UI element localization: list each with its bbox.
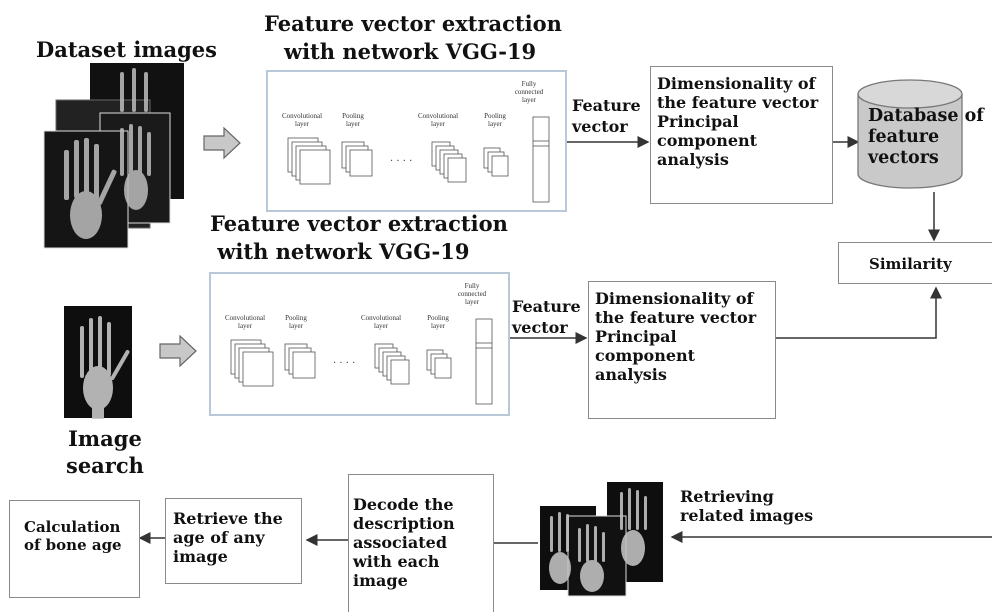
pca-mid-line: the feature vector bbox=[595, 308, 757, 327]
image-search-line: Image bbox=[68, 426, 142, 451]
decode-line: image bbox=[353, 571, 408, 590]
retrieving-line: Retrieving bbox=[680, 487, 774, 506]
network-diagram-top: · · · · bbox=[287, 116, 550, 203]
fve-top-title-line2: with network VGG-19 bbox=[284, 39, 537, 64]
feature-vector-mid-2: vector bbox=[512, 318, 568, 337]
bone-age-line: Calculation bbox=[24, 518, 121, 536]
pca-mid-line: Principal bbox=[595, 327, 677, 346]
svg-text:· · · ·: · · · · bbox=[390, 156, 412, 167]
database-line: feature bbox=[868, 127, 940, 147]
fc-layer-label-mid: Fully connected layer bbox=[457, 282, 487, 306]
retrieve-age-line: age of any bbox=[173, 528, 265, 547]
fve-top-title-line1: Feature vector extraction bbox=[264, 11, 562, 36]
search-xray-image bbox=[64, 306, 132, 419]
pca-top-line: Dimensionality of bbox=[657, 74, 816, 93]
conv-layer-label-4: Convolutional layer bbox=[360, 314, 402, 330]
decode-box: Decode the description associated with e… bbox=[348, 474, 494, 612]
dataset-xray-stack bbox=[43, 63, 184, 249]
pca-box-mid: Dimensionality of the feature vector Pri… bbox=[588, 281, 776, 419]
pca-mid-line: analysis bbox=[595, 365, 667, 384]
decode-line: associated bbox=[353, 533, 447, 552]
dataset-images-label: Dataset images bbox=[36, 37, 217, 62]
fc-layer-label: Fully connected layer bbox=[514, 80, 544, 104]
retrieve-age-line: Retrieve the bbox=[173, 509, 283, 528]
retrieve-age-line: image bbox=[173, 547, 228, 566]
vgg19-network-mid: · · · · Convolutional layer Pooling laye… bbox=[209, 272, 510, 416]
decode-line: description bbox=[353, 514, 455, 533]
image-search-line: search bbox=[66, 453, 144, 478]
conv-layer-label-3: Convolutional layer bbox=[224, 314, 266, 330]
bone-age-line: of bone age bbox=[24, 536, 122, 554]
database-label: Database of feature vectors bbox=[868, 106, 984, 169]
decode-line: Decode the bbox=[353, 495, 454, 514]
feature-vector-top-2: vector bbox=[572, 117, 628, 136]
pca-mid-line: Dimensionality of bbox=[595, 289, 754, 308]
fve-mid-title-line2: with network VGG-19 bbox=[210, 239, 470, 264]
pool-layer-label-1: Pooling layer bbox=[342, 112, 364, 128]
image-search-label: Image search bbox=[66, 425, 144, 479]
retrieved-xray-images bbox=[540, 482, 663, 597]
similarity-box: Similarity bbox=[838, 242, 992, 284]
pca-top-line: analysis bbox=[657, 150, 729, 169]
pca-box-top: Dimensionality of the feature vector Pri… bbox=[650, 66, 833, 204]
pca-top-line: Principal bbox=[657, 112, 739, 131]
retrieve-age-box: Retrieve the age of any image bbox=[165, 498, 302, 584]
svg-text:· · · ·: · · · · bbox=[333, 358, 355, 369]
conv-layer-label-2: Convolutional layer bbox=[417, 112, 459, 128]
pool-layer-label-3: Pooling layer bbox=[285, 314, 307, 330]
database-line: Database of bbox=[868, 106, 984, 126]
arrow-pca-to-similarity bbox=[776, 286, 942, 339]
decode-line: with each bbox=[353, 552, 440, 571]
pca-mid-line: component bbox=[595, 346, 696, 365]
bone-age-box: Calculation of bone age bbox=[9, 500, 140, 598]
hollow-arrow-top bbox=[203, 126, 241, 160]
pool-layer-label-4: Pooling layer bbox=[427, 314, 449, 330]
hollow-arrow-mid bbox=[159, 334, 197, 368]
feature-vector-top-1: Feature bbox=[572, 96, 641, 115]
pca-top-line: component bbox=[657, 131, 758, 150]
fve-mid-title-line1: Feature vector extraction bbox=[210, 211, 508, 236]
database-line: vectors bbox=[868, 148, 939, 168]
database-cylinder bbox=[857, 79, 963, 189]
retrieving-line: related images bbox=[680, 506, 814, 525]
vgg19-network-top: · · · · Convolutional layer Pooling laye… bbox=[266, 70, 567, 212]
pca-top-line: the feature vector bbox=[657, 93, 819, 112]
feature-vector-mid-1: Feature bbox=[512, 297, 581, 316]
retrieving-label: Retrieving related images bbox=[680, 487, 813, 525]
conv-layer-label-1: Convolutional layer bbox=[281, 112, 323, 128]
pool-layer-label-2: Pooling layer bbox=[484, 112, 506, 128]
network-diagram-mid: · · · · bbox=[230, 318, 493, 405]
